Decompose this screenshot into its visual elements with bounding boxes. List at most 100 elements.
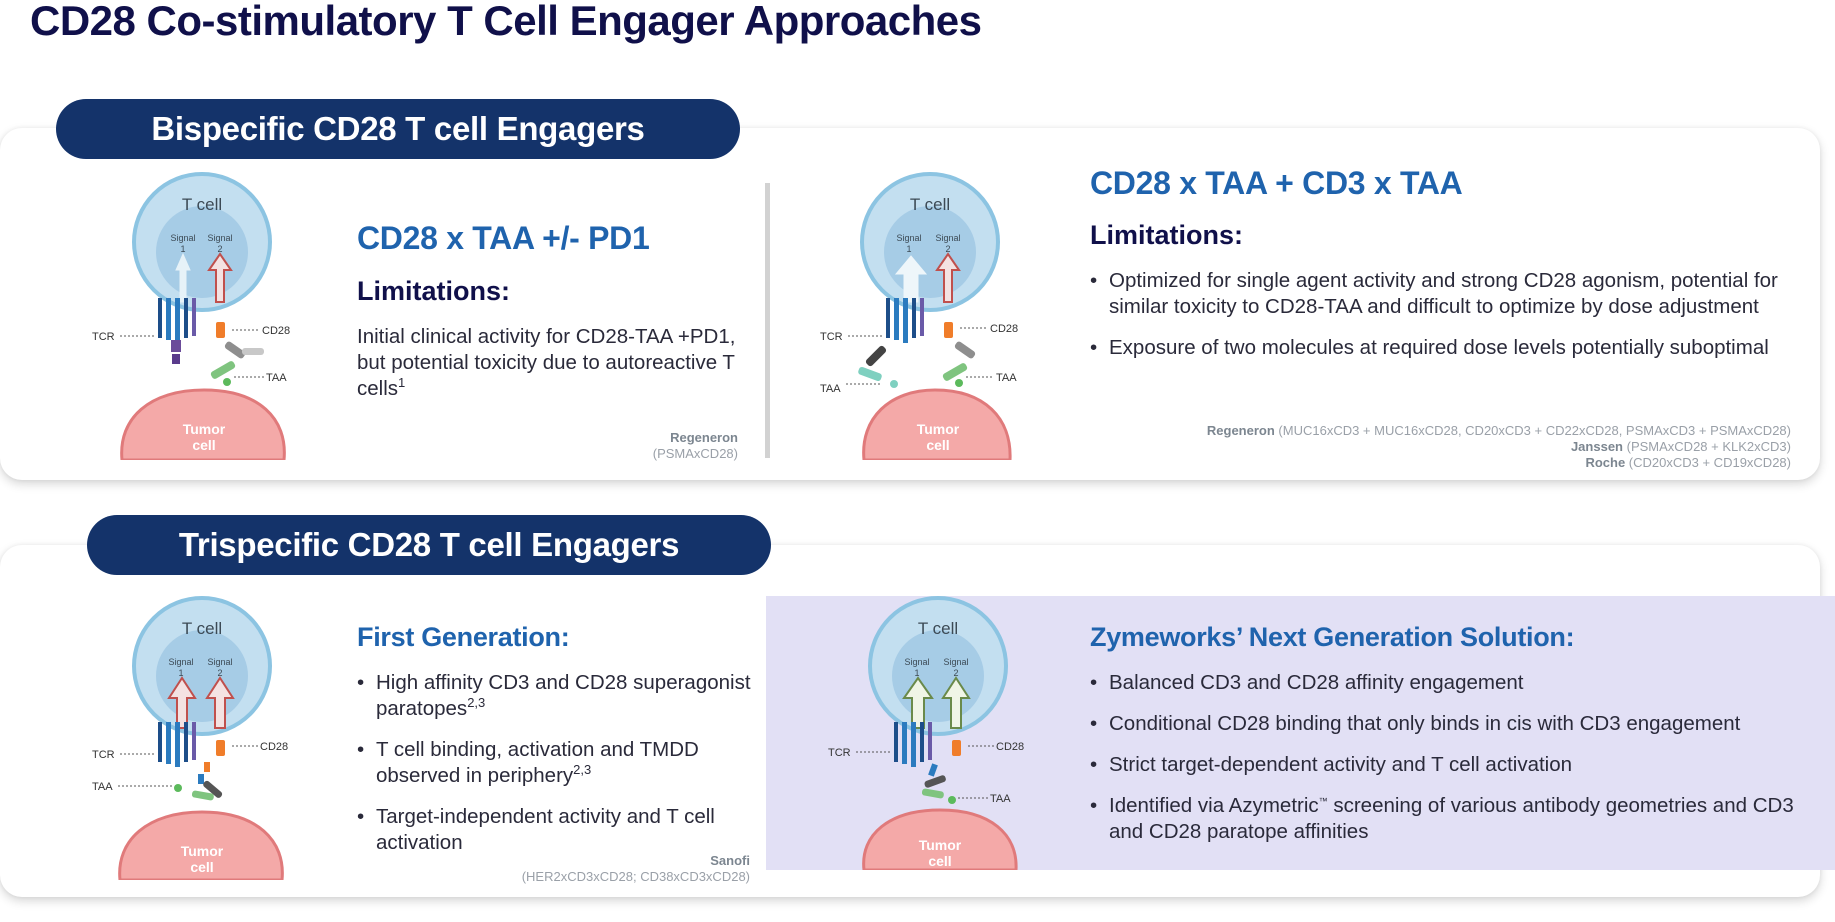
bispecific-banner: Bispecific CD28 T cell Engagers (56, 99, 740, 159)
cd28-receptor (216, 322, 225, 338)
zymeworks-bullets: Balanced CD3 and CD28 affinity engagemen… (1090, 670, 1810, 860)
tumor-label: Tumor (919, 837, 962, 853)
signal2-label: Signal (943, 657, 968, 667)
regeneron-ref-left: Regeneron (PSMAxCD28) (653, 430, 738, 462)
limitation-bullet: Optimized for single agent activity and … (1090, 268, 1810, 320)
cd28-receptor (944, 322, 953, 338)
tumor-cell-label: cell (192, 437, 215, 453)
limitations-label-left: Limitations: (357, 276, 510, 306)
zymeworks-bullet: Balanced CD3 and CD28 affinity engagemen… (1090, 670, 1810, 696)
bullet-text: Identified via Azymetric (1109, 794, 1319, 817)
tcell-label: T cell (910, 195, 950, 214)
tcr-label: TCR (820, 331, 843, 343)
ref-detail: (MUC16xCD3 + MUC16xCD28, CD20xCD3 + CD22… (1278, 423, 1791, 438)
signal1-label: Signal (170, 233, 195, 243)
first-gen-bullet: High affinity CD3 and CD28 superagonist … (357, 670, 757, 722)
tcr-label: TCR (828, 747, 851, 759)
trademark-sup: ™ (1318, 796, 1328, 807)
ref-company: Janssen (1570, 439, 1623, 454)
ref-company: Roche (1585, 455, 1626, 470)
footnote-sup: 2,3 (573, 762, 592, 778)
cd28-taa-pd1-diagram: T cell Signal 1 Signal 2 CD28 TAA TCR Tu… (92, 172, 290, 460)
signal2-arrow (935, 252, 961, 303)
bullet-text: Target-independent activity and T cell a… (376, 805, 715, 854)
cd28-label: CD28 (990, 323, 1018, 335)
cd28-taa-cd3-taa-heading: CD28 x TAA + CD3 x TAA (1090, 165, 1463, 201)
tcr-label: TCR (92, 749, 115, 761)
cd28-label: CD28 (260, 741, 288, 753)
signal1-arrow (894, 255, 928, 303)
zymeworks-heading: Zymeworks’ Next Generation Solution: (1090, 622, 1575, 652)
ref-company: Regeneron (670, 430, 738, 445)
tumor-cell (862, 388, 1012, 460)
page-title: CD28 Co-stimulatory T Cell Engager Appro… (30, 0, 982, 44)
trispecific-banner: Trispecific CD28 T cell Engagers (87, 515, 771, 575)
first-generation-diagram: T cell Signal 1 Signal 2 CD28 TCR TAA Tu… (92, 596, 288, 880)
signal2-arrow (941, 676, 971, 729)
signal1-number: 1 (914, 668, 919, 678)
taa-label: TAA (92, 781, 113, 793)
ref-detail: (PSMAxCD28) (652, 446, 738, 461)
tumor-label: Tumor (917, 421, 960, 437)
tcr-label: TCR (92, 331, 115, 343)
tumor-label: Tumor (181, 843, 224, 859)
cd28-taa-cd3-taa-diagram: T cell Signal 1 Signal 2 CD28 TAA TCR TA… (820, 172, 1018, 460)
cd28-receptor (952, 740, 961, 756)
signal2-arrow (205, 676, 235, 729)
bullet-text: screening of various antibody geometries… (1109, 794, 1794, 843)
signal2-number: 2 (953, 668, 958, 678)
cd28-taa-pd1-text: Initial clinical activity for CD28-TAA +… (357, 324, 737, 402)
signal2-number: 2 (217, 668, 222, 678)
tcell-label: T cell (182, 195, 222, 214)
signal1-number: 1 (178, 668, 183, 678)
tumor-label: Tumor (183, 421, 226, 437)
signal2-label: Signal (207, 233, 232, 243)
bullet-text: High affinity CD3 and CD28 superagonist … (376, 671, 751, 720)
taa-label: TAA (990, 793, 1011, 805)
taa-label-left: TAA (820, 383, 841, 395)
tumor-cell-label: cell (928, 853, 951, 869)
zymeworks-bullet: Conditional CD28 binding that only binds… (1090, 711, 1810, 737)
zymeworks-diagram: T cell Signal 1 Signal 2 CD28 TAA TCR Tu… (828, 596, 1024, 870)
sanofi-ref: Sanofi (HER2xCD3xCD28; CD38xCD3xCD28) (522, 853, 750, 885)
ref-company: Sanofi (710, 853, 750, 868)
signal2-label: Signal (207, 657, 232, 667)
ref-company: Regeneron (1206, 423, 1275, 438)
zymeworks-bullet: Identified via Azymetric™ screening of v… (1090, 793, 1810, 845)
cd28-taa-cd3-taa-bullets: Optimized for single agent activity and … (1090, 268, 1810, 376)
signal1-number: 1 (906, 244, 911, 254)
ref-detail: (PSMAxCD28 + KLK2xCD3) (1626, 439, 1791, 454)
cd28-taa-pd1-heading: CD28 x TAA +/- PD1 (357, 220, 650, 256)
ref-detail: (CD20xCD3 + CD19xCD28) (1628, 455, 1791, 470)
signal2-label: Signal (935, 233, 960, 243)
footnote-sup: 1 (398, 375, 406, 391)
cd28-label: CD28 (262, 325, 290, 337)
signal1-arrow (175, 252, 191, 303)
bispecific-divider (765, 183, 770, 458)
ref-detail: (HER2xCD3xCD28; CD38xCD3xCD28) (521, 869, 750, 884)
tcell-label: T cell (918, 619, 958, 638)
signal1-label: Signal (168, 657, 193, 667)
tumor-cell (120, 388, 286, 460)
footnote-sup: 2,3 (467, 695, 486, 711)
bispecific-right-refs: Regeneron (MUC16xCD3 + MUC16xCD28, CD20x… (1207, 423, 1791, 471)
tumor-cell (118, 810, 284, 880)
cd28-taa-pd1-text-body: Initial clinical activity for CD28-TAA +… (357, 325, 736, 400)
tcell-label: T cell (182, 619, 222, 638)
tumor-cell (862, 808, 1018, 870)
signal1-label: Signal (896, 233, 921, 243)
first-generation-heading: First Generation: (357, 622, 570, 652)
signal2-number: 2 (945, 244, 950, 254)
zymeworks-bullet: Strict target-dependent activity and T c… (1090, 752, 1810, 778)
signal1-number: 1 (180, 244, 185, 254)
tumor-cell-label: cell (926, 437, 949, 453)
cd28-label: CD28 (996, 741, 1024, 753)
taa-label: TAA (266, 372, 287, 384)
tumor-cell-label: cell (190, 859, 213, 875)
limitations-label-right: Limitations: (1090, 220, 1243, 250)
signal1-label: Signal (904, 657, 929, 667)
cd28-receptor (216, 740, 225, 756)
first-gen-bullet: Target-independent activity and T cell a… (357, 804, 757, 856)
first-generation-bullets: High affinity CD3 and CD28 superagonist … (357, 670, 757, 871)
signal2-number: 2 (217, 244, 222, 254)
